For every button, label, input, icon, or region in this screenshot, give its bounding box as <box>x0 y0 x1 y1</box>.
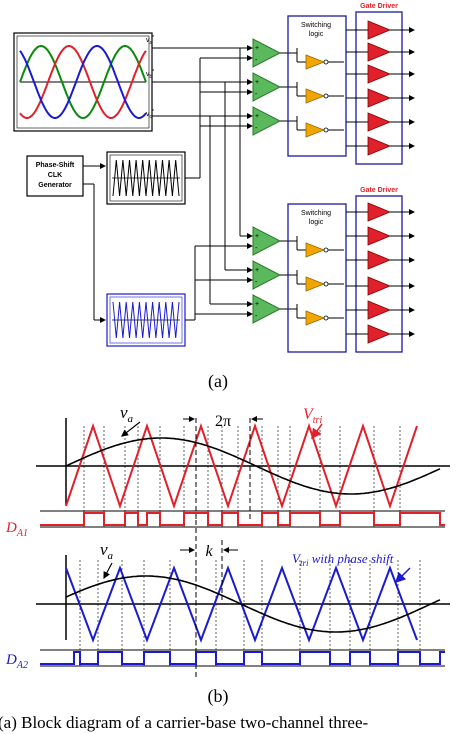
figure-caption: (a) Block diagram of a carrier-base two-… <box>0 713 369 732</box>
driver-10 <box>367 276 392 296</box>
label-b: (b) <box>208 686 229 707</box>
figure: va* vb* vc* Phase-Shift CLK Generator <box>5 3 450 707</box>
phase-a-sine <box>19 44 147 120</box>
vtri-shift-label: Vtri with phase shift <box>292 551 394 568</box>
vtri-label: Vtri <box>303 406 322 426</box>
ref-label-c: vc* <box>146 109 154 120</box>
switching-logic-top: Switching logic <box>287 15 347 157</box>
driver-8 <box>367 226 392 246</box>
driver-1 <box>367 20 392 40</box>
two-pi-label: 2π <box>215 413 231 430</box>
comparator-4 <box>252 226 282 256</box>
comparator-5 <box>252 260 282 290</box>
wiring <box>83 45 253 323</box>
svg-text:Gate Driver: Gate Driver <box>360 187 398 194</box>
switching-logic-bottom: Switching logic <box>287 203 347 353</box>
gate-driver-bottom: Gate Driver <box>355 187 403 353</box>
bottom-waveform-panel: k va Vtri with phase shift DA2 <box>5 520 450 680</box>
da1-label: DA1 <box>5 520 28 539</box>
svg-text:-: - <box>255 279 258 286</box>
pwm-da1 <box>40 512 445 526</box>
carrier-box-1 <box>106 151 186 205</box>
comparator-2 <box>252 72 282 102</box>
reference-sine-top <box>65 437 441 495</box>
svg-text:Switching: Switching <box>301 210 331 217</box>
ref-label-a: va* <box>146 35 154 46</box>
driver-12 <box>367 324 392 344</box>
svg-text:Switching: Switching <box>301 22 331 29</box>
svg-text:+: + <box>255 113 259 120</box>
svg-text:Gate Driver: Gate Driver <box>360 3 398 10</box>
comparators: + - + - + - + - + - + - <box>252 38 297 324</box>
driver-2 <box>367 42 392 62</box>
clk-line-2: CLK <box>48 172 62 179</box>
svg-text:-: - <box>255 57 258 64</box>
clk-line-3: Generator <box>38 182 72 189</box>
da2-label: DA2 <box>5 652 28 671</box>
label-a: (a) <box>208 371 228 392</box>
svg-text:logic: logic <box>309 31 324 38</box>
driver-4 <box>367 88 392 108</box>
inverter-3 <box>305 122 326 138</box>
svg-text:+: + <box>255 267 259 274</box>
inverter-1 <box>305 54 326 70</box>
clk-line-1: Phase-Shift <box>36 162 75 169</box>
carrier-triangle-2 <box>112 301 180 339</box>
svg-text:logic: logic <box>309 219 324 226</box>
gate-driver-top: Gate Driver <box>355 3 403 165</box>
svg-text:-: - <box>255 313 258 320</box>
phase-c-sine <box>19 45 147 119</box>
driver-buffers <box>346 20 415 344</box>
driver-5 <box>367 112 392 132</box>
comparator-6 <box>252 294 282 324</box>
k-label: k <box>205 543 213 560</box>
carrier-triangle-1 <box>112 159 180 197</box>
va-label-top: va <box>120 403 134 425</box>
reference-labels: va* vb* vc* <box>146 35 154 120</box>
ref-label-b: vb* <box>146 69 154 80</box>
comparator-3 <box>252 106 282 136</box>
svg-text:+: + <box>255 45 259 52</box>
svg-text:+: + <box>255 79 259 86</box>
inverter-5 <box>305 276 326 292</box>
comparator-1 <box>252 38 282 68</box>
reference-sine-bottom <box>65 575 441 633</box>
va-label-bottom: va <box>100 540 114 562</box>
block-diagram: va* vb* vc* Phase-Shift CLK Generator <box>13 3 415 392</box>
waveform-diagram: 2π va Vtri DA1 k va Vtri with phase shif… <box>5 403 450 707</box>
svg-text:-: - <box>255 91 258 98</box>
reference-waveform-box <box>13 32 153 132</box>
driver-7 <box>367 202 392 222</box>
svg-text:+: + <box>255 301 259 308</box>
inverter-2 <box>305 88 326 104</box>
driver-3 <box>367 64 392 84</box>
inverter-gates <box>296 48 344 326</box>
carrier-red <box>65 422 418 510</box>
clk-generator-block: Phase-Shift CLK Generator <box>26 155 84 197</box>
pwm-da2 <box>40 651 445 665</box>
top-waveform-panel: 2π va Vtri DA1 <box>5 403 450 539</box>
svg-text:+: + <box>255 233 259 240</box>
svg-text:-: - <box>255 125 258 132</box>
driver-11 <box>367 300 392 320</box>
inverter-6 <box>305 310 326 326</box>
driver-6 <box>367 136 392 156</box>
inverter-4 <box>305 242 326 258</box>
carrier-box-2 <box>106 293 186 347</box>
svg-text:-: - <box>255 245 258 252</box>
driver-9 <box>367 250 392 270</box>
